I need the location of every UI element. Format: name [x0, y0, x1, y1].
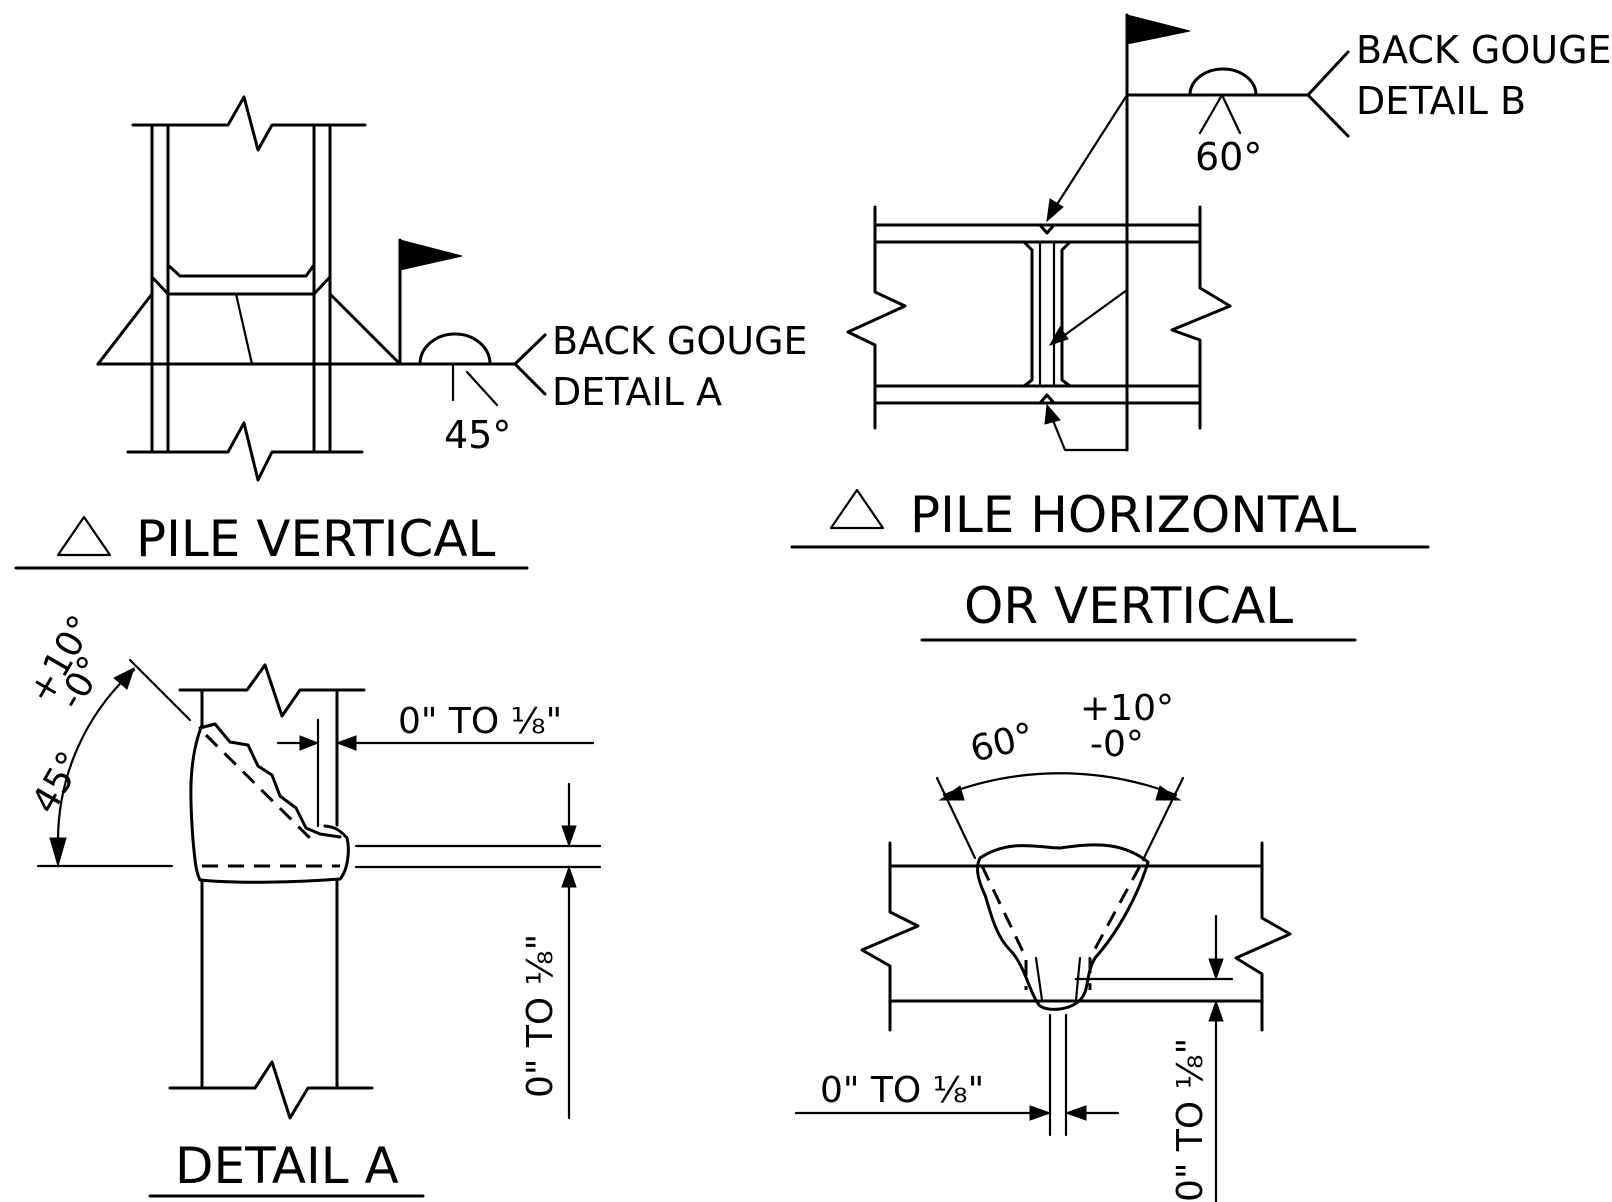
flag-icon — [1126, 14, 1191, 45]
detail-a-angle: 45° — [24, 745, 91, 821]
detail-b-tol-plus: +10° — [1080, 688, 1174, 729]
pile-horizontal-title-line2: OR VERTICAL — [964, 577, 1293, 635]
detail-a-title: DETAIL A — [175, 1137, 399, 1195]
detail-a-view — [36, 658, 602, 1120]
detail-b-angle: 60° — [966, 716, 1038, 771]
flag-icon — [399, 239, 463, 271]
pile-horizontal-weld-angle: 60° — [1195, 135, 1262, 179]
pile-horizontal-title-line1: PILE HORIZONTAL — [910, 486, 1357, 544]
pile-horizontal-view — [846, 13, 1350, 452]
pile-vertical-note-line2: DETAIL A — [552, 370, 722, 414]
pile-horizontal-note-line2: DETAIL B — [1356, 79, 1526, 123]
detail-b-root-face: 0" TO ⅛" — [1170, 1038, 1211, 1202]
pile-vertical-title: PILE VERTICAL — [136, 510, 496, 568]
pile-vertical-weld-angle: 45° — [444, 413, 511, 457]
pile-vertical-view — [96, 95, 547, 482]
triangle-icon — [56, 515, 112, 557]
detail-a-root-face: 0" TO ⅛" — [520, 934, 561, 1098]
detail-b-tol-minus: -0° — [1090, 724, 1144, 765]
triangle-icon — [829, 488, 885, 530]
pile-vertical-note-line1: BACK GOUGE — [552, 319, 808, 363]
detail-b-root-gap: 0" TO ⅛" — [820, 1070, 984, 1111]
detail-a-root-gap: 0" TO ⅛" — [398, 701, 562, 742]
detail-b-view — [794, 772, 1292, 1202]
pile-horizontal-note-line1: BACK GOUGE — [1356, 28, 1612, 72]
